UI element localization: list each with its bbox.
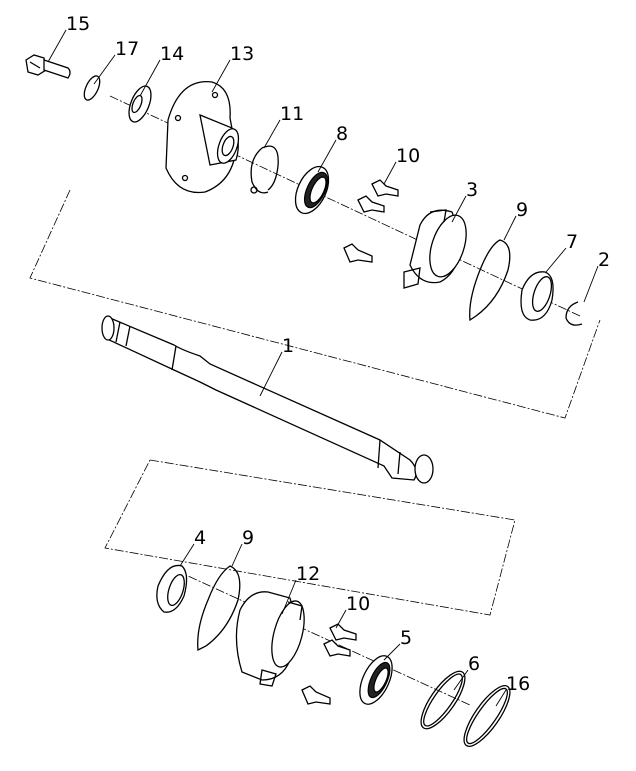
part-15-flange-bolt: [25, 54, 71, 79]
part-2-c-clip: [565, 301, 583, 326]
callout-12: 12: [296, 563, 320, 585]
callout-15: 15: [66, 13, 90, 35]
part-1-drive-shaft: [101, 315, 434, 484]
part-8-oil-seal: [294, 165, 330, 215]
part-16-o-ring: [463, 685, 511, 747]
callout-11: 11: [280, 103, 304, 125]
callout-5: 5: [400, 627, 412, 649]
callout-10-upper: 10: [396, 145, 420, 167]
part-11-snap-ring: [250, 145, 279, 194]
part-5-oil-seal-lower: [359, 655, 393, 705]
callout-8: 8: [336, 123, 348, 145]
callout-14: 14: [160, 43, 184, 65]
callout-10-lower: 10: [346, 593, 370, 615]
part-13-output-flange: [165, 81, 240, 194]
callout-6: 6: [468, 653, 480, 675]
part-12-bearing-housing-lower: [235, 591, 305, 687]
callout-17: 17: [115, 38, 139, 60]
part-7-bearing: [520, 271, 554, 321]
part-4-bearing-lower: [156, 564, 188, 613]
part-9-gasket-lower: [197, 565, 241, 652]
part-6-o-ring: [420, 670, 466, 730]
part-17-circlip: [83, 75, 101, 101]
part-10-bolts-upper: [343, 179, 399, 263]
part-3-bearing-housing: [403, 209, 467, 289]
leader-lines: [47, 29, 599, 707]
callout-2: 2: [598, 249, 610, 271]
callout-7: 7: [566, 231, 578, 253]
part-14-washer: [128, 85, 152, 123]
callout-3: 3: [466, 179, 478, 201]
callout-9-lower: 9: [242, 527, 254, 549]
callout-1: 1: [282, 335, 294, 357]
callout-labels: 15 17 14 13 11 8 10 3 9 7 2 1 4 9 12 10 …: [66, 13, 610, 695]
part-9-gasket-upper: [469, 239, 511, 322]
callout-4: 4: [194, 527, 206, 549]
callout-16: 16: [506, 673, 530, 695]
callout-9-upper: 9: [516, 199, 528, 221]
callout-13: 13: [230, 43, 254, 65]
part-10-bolts-lower: [301, 623, 357, 705]
